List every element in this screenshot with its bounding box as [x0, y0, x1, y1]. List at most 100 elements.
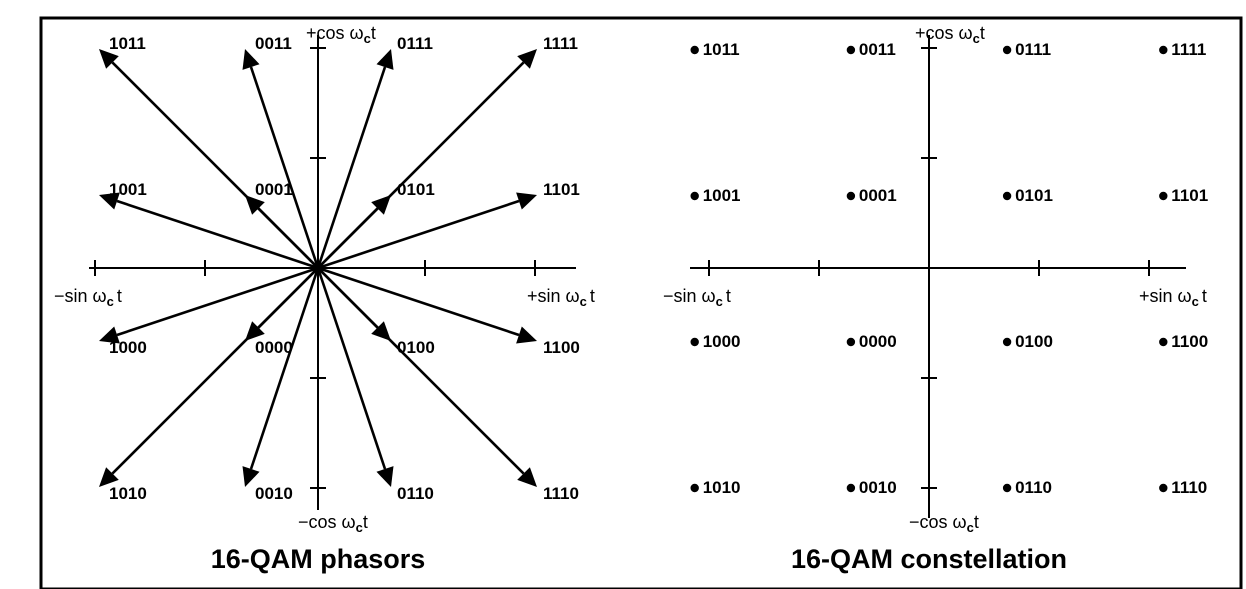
constellation-point-1001: 1001: [690, 186, 741, 205]
constellation-label: 0000: [859, 332, 897, 351]
constellation-label: 0001: [859, 186, 897, 205]
constellation-dot: [1159, 191, 1168, 201]
arrowhead: [371, 195, 391, 215]
constellation-pos-cos-label: +cos ωct: [915, 23, 985, 46]
constellation-dot: [1002, 483, 1012, 493]
constellation-label: 1110: [1171, 478, 1207, 497]
phasor-label: 0110: [397, 484, 434, 503]
constellation-point-0100: 0100: [1002, 332, 1053, 351]
phasor-1000: 1000: [99, 266, 319, 357]
phasor-label: 1010: [109, 484, 147, 503]
constellation-neg-cos-label: −cos ωct: [909, 512, 979, 535]
figure-border: [39, 16, 1243, 589]
constellation-label: 0100: [1015, 332, 1053, 351]
constellation-dot: [1002, 337, 1012, 347]
phasor-label: 1100: [543, 338, 580, 357]
phasor-label: 1001: [109, 180, 147, 199]
phasor-line: [317, 199, 520, 270]
constellation-label: 0101: [1015, 186, 1053, 205]
phasor-neg-cos-label: −cos ωct: [298, 512, 368, 535]
phasor-1010: 1010: [99, 267, 319, 503]
constellation-point-1110: 1110: [1159, 478, 1207, 497]
constellation-dot: [1159, 483, 1168, 493]
phasor-label: 0101: [397, 180, 435, 199]
constellation-label: 1000: [703, 332, 741, 351]
arrowhead: [517, 467, 537, 487]
constellation-point-0110: 0110: [1002, 478, 1052, 497]
constellation-label: 1011: [703, 40, 740, 59]
phasor-0101: 0101: [317, 180, 435, 269]
constellation-point-0111: 0111: [1002, 40, 1051, 59]
phasor-0111: 0111: [316, 34, 433, 269]
phasor-label: 0100: [397, 338, 435, 357]
constellation-label: 1010: [703, 478, 741, 497]
constellation-label: 0111: [1015, 40, 1051, 59]
arrowhead: [517, 49, 537, 69]
arrowhead: [99, 49, 119, 69]
phasor-label: 0010: [255, 484, 293, 503]
arrowhead: [99, 326, 120, 344]
phasor-1110: 1110: [317, 267, 579, 503]
phasor-label: 1101: [543, 180, 580, 199]
phasor-1101: 1101: [317, 180, 580, 270]
phasor-line: [317, 267, 525, 475]
phasor-label: 1000: [109, 338, 147, 357]
constellation-dot: [690, 337, 699, 347]
constellation-point-1101: 1101: [1159, 186, 1208, 205]
phasor-label: 0001: [255, 180, 293, 199]
phasor-line: [316, 66, 387, 269]
constellation-point-0001: 0001: [846, 186, 897, 205]
constellation-label: 1001: [703, 186, 741, 205]
phasor-label: 1011: [109, 34, 146, 53]
constellation-label: 1100: [1171, 332, 1208, 351]
constellation-label: 1111: [1171, 40, 1206, 59]
constellation-label: 0110: [1015, 478, 1052, 497]
constellation-point-1111: 1111: [1159, 40, 1206, 59]
phasor-line: [111, 267, 319, 475]
constellation-axes: [690, 35, 1186, 518]
constellation-panel-title: 16-QAM constellation: [791, 544, 1067, 574]
constellation-dot: [846, 191, 856, 201]
arrowhead: [99, 467, 119, 487]
phasor-line: [116, 199, 319, 270]
constellation-label: 0010: [859, 478, 897, 497]
constellation-dot: [1159, 45, 1168, 55]
phasor-line: [317, 266, 520, 337]
phasor-label: 0111: [397, 34, 433, 53]
constellation-dot: [690, 483, 699, 493]
phasor-panel-title: 16-QAM phasors: [211, 544, 426, 574]
phasor-line: [317, 207, 379, 269]
arrowhead: [516, 192, 537, 210]
constellation-point-1011: 1011: [690, 40, 740, 59]
arrowhead: [242, 466, 260, 487]
phasor-line: [249, 267, 320, 470]
phasor-label: 1110: [543, 484, 579, 503]
constellation-dot: [846, 337, 856, 347]
arrowhead: [516, 326, 537, 344]
constellation-point-1010: 1010: [690, 478, 741, 497]
phasor-1001: 1001: [99, 180, 319, 270]
phasor-1100: 1100: [317, 266, 580, 357]
constellation-dot: [690, 45, 699, 55]
constellation-point-1000: 1000: [690, 332, 741, 351]
constellation-point-0000: 0000: [846, 332, 897, 351]
phasor-0001: 0001: [245, 180, 319, 269]
phasor-line: [257, 207, 319, 269]
arrowhead: [242, 49, 260, 70]
phasor-pos-cos-label: +cos ωct: [306, 23, 376, 46]
arrowhead: [99, 192, 120, 210]
phasor-0110: 0110: [316, 267, 434, 503]
constellation-point-0010: 0010: [846, 478, 897, 497]
constellation-label: 1101: [1171, 186, 1208, 205]
constellation-point-0101: 0101: [1002, 186, 1053, 205]
constellation-dot: [1159, 337, 1168, 347]
arrowhead: [376, 49, 394, 70]
phasor-label: 0011: [255, 34, 292, 53]
